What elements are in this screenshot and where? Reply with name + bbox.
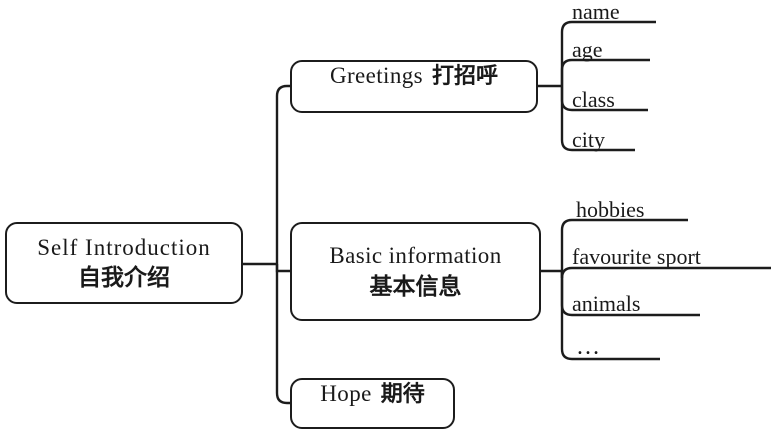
node-root[interactable]: Self Introduction 自我介绍 [5,222,243,304]
leaf-animals[interactable]: animals [572,291,641,316]
leaf-city[interactable]: city [572,127,605,152]
connector-leaf-name [560,20,656,86]
connector-leaf-ellipsis [560,271,660,361]
node-hope-label-zh: 期待 [380,382,425,407]
node-root-label-zh: 自我介绍 [78,264,170,291]
leaf-favourite-sport[interactable]: favourite sport [572,244,701,269]
leaf-name[interactable]: name [572,0,620,24]
connector-leaf-age [560,58,650,86]
connector-spine-to-hope [275,264,290,405]
node-root-label-en: Self Introduction [37,235,211,261]
node-hope[interactable]: Hope 期待 [290,378,455,429]
node-basic-information-label-en: Basic information [329,243,502,269]
leaf-hobbies[interactable]: hobbies [576,197,645,222]
connector-leaf-city [560,86,635,152]
node-greetings-label-zh: 打招呼 [432,64,499,89]
connector-spine-main [275,84,290,264]
leaf-class[interactable]: class [572,87,615,112]
node-basic-information[interactable]: Basic information 基本信息 [290,222,541,321]
leaf-age[interactable]: age [572,37,603,62]
node-greetings-label-en: Greetings [329,63,423,88]
connector-leaf-favourite-sport [560,266,771,279]
node-hope-label-en: Hope [320,381,372,406]
leaf-ellipsis[interactable]: … [576,334,600,360]
connector-spine-to-basic [275,264,290,273]
node-greetings[interactable]: Greetings 打招呼 [290,60,538,113]
node-basic-information-label-zh: 基本信息 [369,273,462,300]
connector-leaf-hobbies [560,218,688,271]
